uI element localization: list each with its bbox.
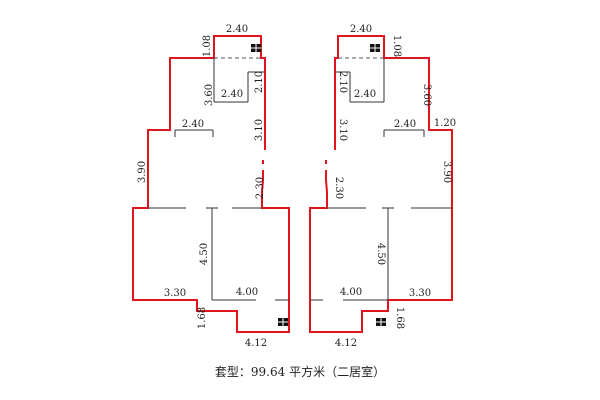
right-dim-shaft-height: 2.10 xyxy=(337,71,348,93)
left-dim-right-step: 2.30 xyxy=(255,177,266,199)
left-dim-bottom-offset: 1.68 xyxy=(197,307,208,329)
vent-grille-icon xyxy=(251,44,261,52)
unit-type-caption: 套型：99.64 平方米（二居室） xyxy=(215,364,385,379)
right-dim-right-height: 3.90 xyxy=(441,161,452,183)
right-dim-upper-width: 2.40 xyxy=(354,89,376,100)
left-dim-upper-height: 3.60 xyxy=(204,84,215,106)
right-dim-room-depth: 4.50 xyxy=(375,243,386,265)
left-dim-room-width: 4.00 xyxy=(236,287,258,298)
right-dim-room-width: 4.00 xyxy=(340,287,362,298)
left-dim-upper-width: 2.40 xyxy=(221,89,243,100)
right-dim-left-step: 2.30 xyxy=(333,177,344,199)
right-unit-outer-wall xyxy=(309,35,453,333)
vent-grille-icon xyxy=(278,318,288,326)
left-dim-bottom-left: 3.30 xyxy=(164,288,186,299)
vent-grille-icon xyxy=(376,318,386,326)
left-dim-shaft-height: 2.10 xyxy=(254,71,265,93)
left-dim-bottom-width: 4.12 xyxy=(245,338,267,349)
left-dim-top-offset: 1.08 xyxy=(202,35,213,57)
right-dim-mid-width: 2.40 xyxy=(394,119,416,130)
right-dim-upper-height: 3.60 xyxy=(421,84,432,106)
left-dim-left-height: 3.90 xyxy=(137,161,148,183)
right-dim-bottom-width: 4.12 xyxy=(335,338,357,349)
right-unit: 2.40 1.08 3.60 2.40 2.10 2.40 3.10 1.20 … xyxy=(309,24,456,349)
left-dim-mid-width: 2.40 xyxy=(182,119,204,130)
right-dim-right-offset: 1.20 xyxy=(434,118,456,129)
right-dim-top-width: 2.40 xyxy=(350,24,372,35)
left-dim-room-depth: 4.50 xyxy=(199,243,210,265)
right-dim-bottom-offset: 1.68 xyxy=(394,307,405,329)
left-dim-corridor-height: 3.10 xyxy=(254,119,265,141)
right-dim-corridor-height: 3.10 xyxy=(337,119,348,141)
left-unit-outer-wall xyxy=(132,35,290,333)
left-unit: 2.40 1.08 3.60 2.40 2.10 2.40 3.10 3.90 … xyxy=(132,24,290,349)
vent-grille-icon xyxy=(370,44,380,52)
left-dim-top-width: 2.40 xyxy=(226,24,248,35)
right-dim-top-offset: 1.08 xyxy=(391,35,402,57)
right-dim-bottom-right: 3.30 xyxy=(409,288,431,299)
